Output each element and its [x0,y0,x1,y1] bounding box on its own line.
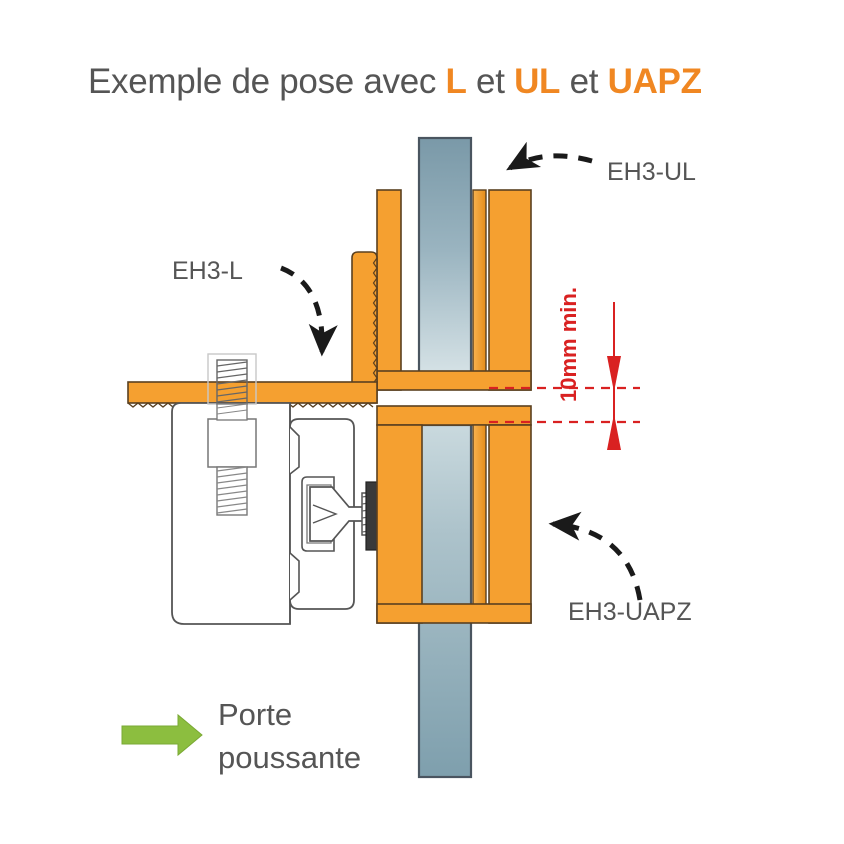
legend-line-2: poussante [218,739,362,775]
threaded-spindle [207,353,257,516]
page-title: Exemple de pose avec L et UL et UAPZ [88,62,702,102]
green-direction-arrow-icon [121,713,203,757]
title-highlight-uapz: UAPZ [607,62,702,101]
dimension-label: 10mm min. [556,122,582,402]
legend-door-direction: Porte poussante [218,694,361,780]
glass-panel-upper [417,136,473,390]
title-part-3: et [560,62,608,101]
profile-eh3-uapz [376,405,532,624]
arrow-l-icon [280,265,338,357]
label-eh3-l: EH3-L [172,257,243,285]
callout-arrows [280,141,643,601]
profile-eh3-ul [376,189,532,391]
title-highlight-l: L [445,62,467,101]
door-closer-body [171,402,364,625]
profile-eh3-l [127,251,378,408]
arrow-uapz-icon [548,511,643,601]
label-eh3-ul: EH3-UL [607,158,696,186]
label-eh3-uapz: EH3-UAPZ [568,598,692,626]
title-part-1: Exemple de pose avec [88,62,446,101]
arrow-ul-icon [506,141,593,171]
glass-panel-lower [417,423,473,779]
dimension-label-text: 10mm min. [556,287,581,402]
dimension-lines-red [489,302,640,450]
legend-line-1: Porte [218,697,293,732]
title-part-2: et [466,62,515,101]
title-highlight-ul: UL [514,62,561,101]
